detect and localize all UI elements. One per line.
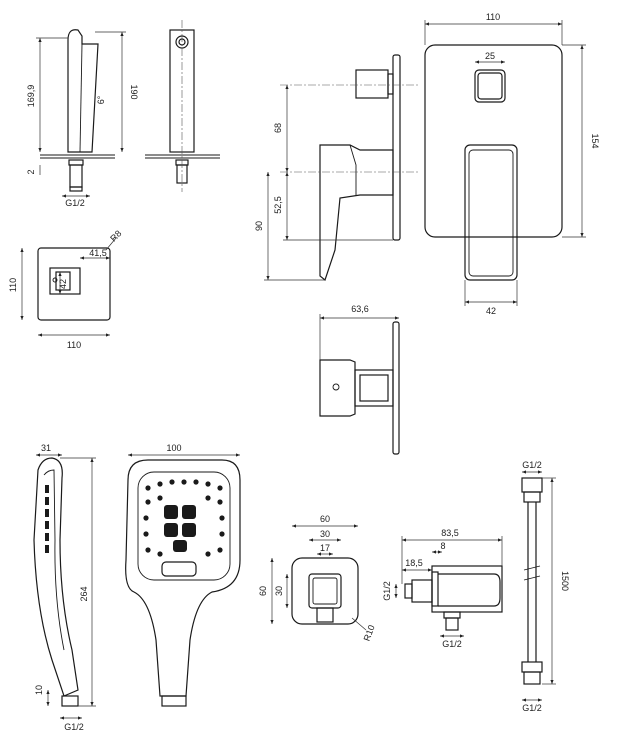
shower-length-label: 264 (79, 586, 89, 601)
hose-view: G1/2 1500 G1/2 (521, 460, 570, 713)
hand-shower-side-view: 31 264 10 G1/2 (33, 443, 96, 732)
plate-width-label: 110 (67, 340, 81, 350)
nozzle-row-side (45, 485, 49, 553)
mixer-square-label: 25 (485, 51, 495, 61)
outlet-d18-label: 18,5 (405, 558, 423, 568)
mixer-front-view: 110 25 154 42 (424, 12, 600, 316)
outlet-d8-label: 8 (440, 541, 445, 551)
spout-front-view: 169,9 190 6° 2 G1/2 (26, 29, 139, 208)
mixer-top-view: 63,6 (319, 304, 400, 455)
nozzle-grid (143, 479, 225, 557)
plate-radius-label: R8 (108, 228, 123, 243)
mixer-d68-label: 68 (273, 123, 283, 133)
shower-head-width-label: 100 (166, 443, 181, 453)
mixer-handle-label: 42 (486, 306, 496, 316)
outlet-depth-label: 83,5 (441, 528, 459, 538)
spout-total-label: 190 (129, 84, 139, 99)
outlet-width-label: 60 (320, 514, 330, 524)
shower-thread-label: G1/2 (64, 722, 84, 732)
outlet-height-label: 60 (258, 586, 268, 596)
outlet-side-view: 83,5 8 18,5 G1/2 G1/2 (382, 528, 503, 649)
mixer-depth-label: 63,6 (351, 304, 369, 314)
mixer-width-label: 110 (486, 12, 500, 22)
outlet-thread-side-label: G1/2 (382, 581, 392, 601)
spout-angle-label: 6° (96, 95, 106, 104)
mixer-height-label: 154 (590, 133, 600, 148)
shower-thickness-label: 31 (41, 443, 51, 453)
plate-offset-label: 41,5 (89, 248, 107, 258)
hose-thread-top-label: G1/2 (522, 460, 542, 470)
mixer-d52-label: 52,5 (273, 196, 283, 214)
outlet-hole-label: 17 (320, 543, 330, 553)
spout-gap-label: 2 (26, 169, 36, 174)
hand-shower-front-view: 100 (125, 443, 241, 707)
spout-plate-view: 110 110 41,5 42 R8 (8, 228, 123, 350)
shower-neck-label: 10 (34, 685, 44, 695)
plate-inner-label: 42 (58, 279, 68, 289)
spout-height-label: 169,9 (26, 85, 36, 108)
hose-length-label: 1500 (560, 571, 570, 591)
outlet-inner-h-label: 30 (274, 586, 284, 596)
mixer-d90-label: 90 (254, 221, 264, 231)
outlet-inner-label: 30 (320, 529, 330, 539)
outlet-radius-label: R10 (362, 624, 377, 643)
spout-side-view (145, 20, 220, 192)
outlet-front-view: 60 30 17 60 30 R10 (258, 514, 377, 642)
mixer-side-view: 68 52,5 90 (254, 54, 420, 282)
plate-height-label: 110 (8, 278, 18, 292)
spout-thread-label: G1/2 (65, 198, 85, 208)
outlet-thread-bottom-label: G1/2 (442, 639, 462, 649)
hose-thread-bottom-label: G1/2 (522, 703, 542, 713)
